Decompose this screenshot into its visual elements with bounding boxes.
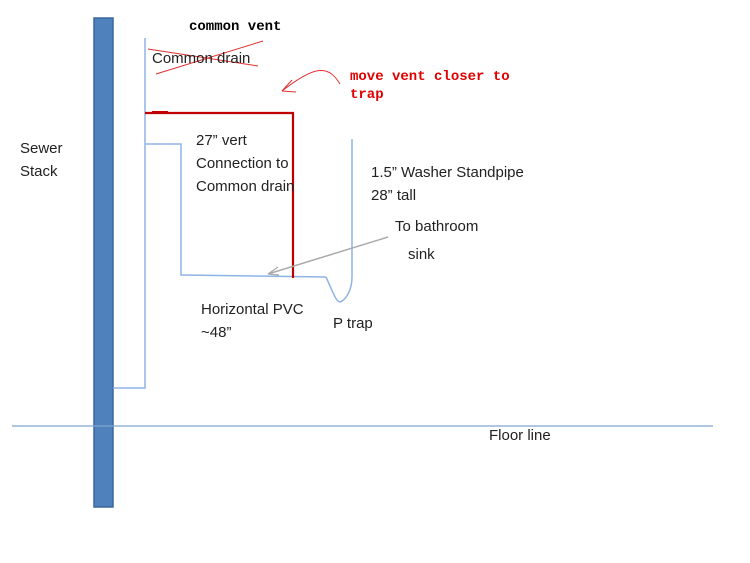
p-trap-label: P trap (333, 315, 373, 332)
label-line: Sewer (20, 140, 63, 157)
common-drain-crossed-label: Common drain (152, 50, 251, 67)
label-line: Horizontal PVC (201, 301, 304, 318)
cross-line-2 (155, 40, 264, 75)
floor-line-label: Floor line (489, 427, 551, 444)
horizontal-pvc-label: Horizontal PVC ~48” (201, 298, 304, 344)
bathroom-label-1: To bathroom (395, 218, 479, 235)
label-line: 1.5” Washer Standpipe (371, 164, 524, 181)
label-line: Stack (20, 163, 58, 180)
label-line: 27” vert (196, 132, 247, 149)
cross-line-1 (147, 48, 259, 67)
pointer-head-icon (267, 266, 280, 276)
label-line: Connection to (196, 155, 289, 172)
horizontal-pvc-pipe (145, 143, 327, 278)
common-vent-label: common vent (189, 19, 282, 35)
bathroom-label-2: sink (408, 246, 435, 263)
label-line: Common drain (196, 178, 295, 195)
proposed-vent-line (145, 111, 295, 278)
arrow-head-icon (281, 79, 297, 93)
label-line: trap (350, 87, 384, 103)
p-trap (325, 139, 353, 303)
curved-arrow (281, 69, 341, 92)
label-line: 28” tall (371, 187, 417, 204)
label-line: ~48” (201, 324, 232, 341)
common-drain-pipe (113, 38, 146, 389)
standpipe-label: 1.5” Washer Standpipe 28” tall (371, 161, 524, 207)
move-vent-annotation: move vent closer to trap (350, 68, 510, 104)
bathroom-pointer (267, 236, 389, 275)
label-line: move vent closer to (350, 69, 510, 85)
sewer-stack (93, 17, 114, 508)
